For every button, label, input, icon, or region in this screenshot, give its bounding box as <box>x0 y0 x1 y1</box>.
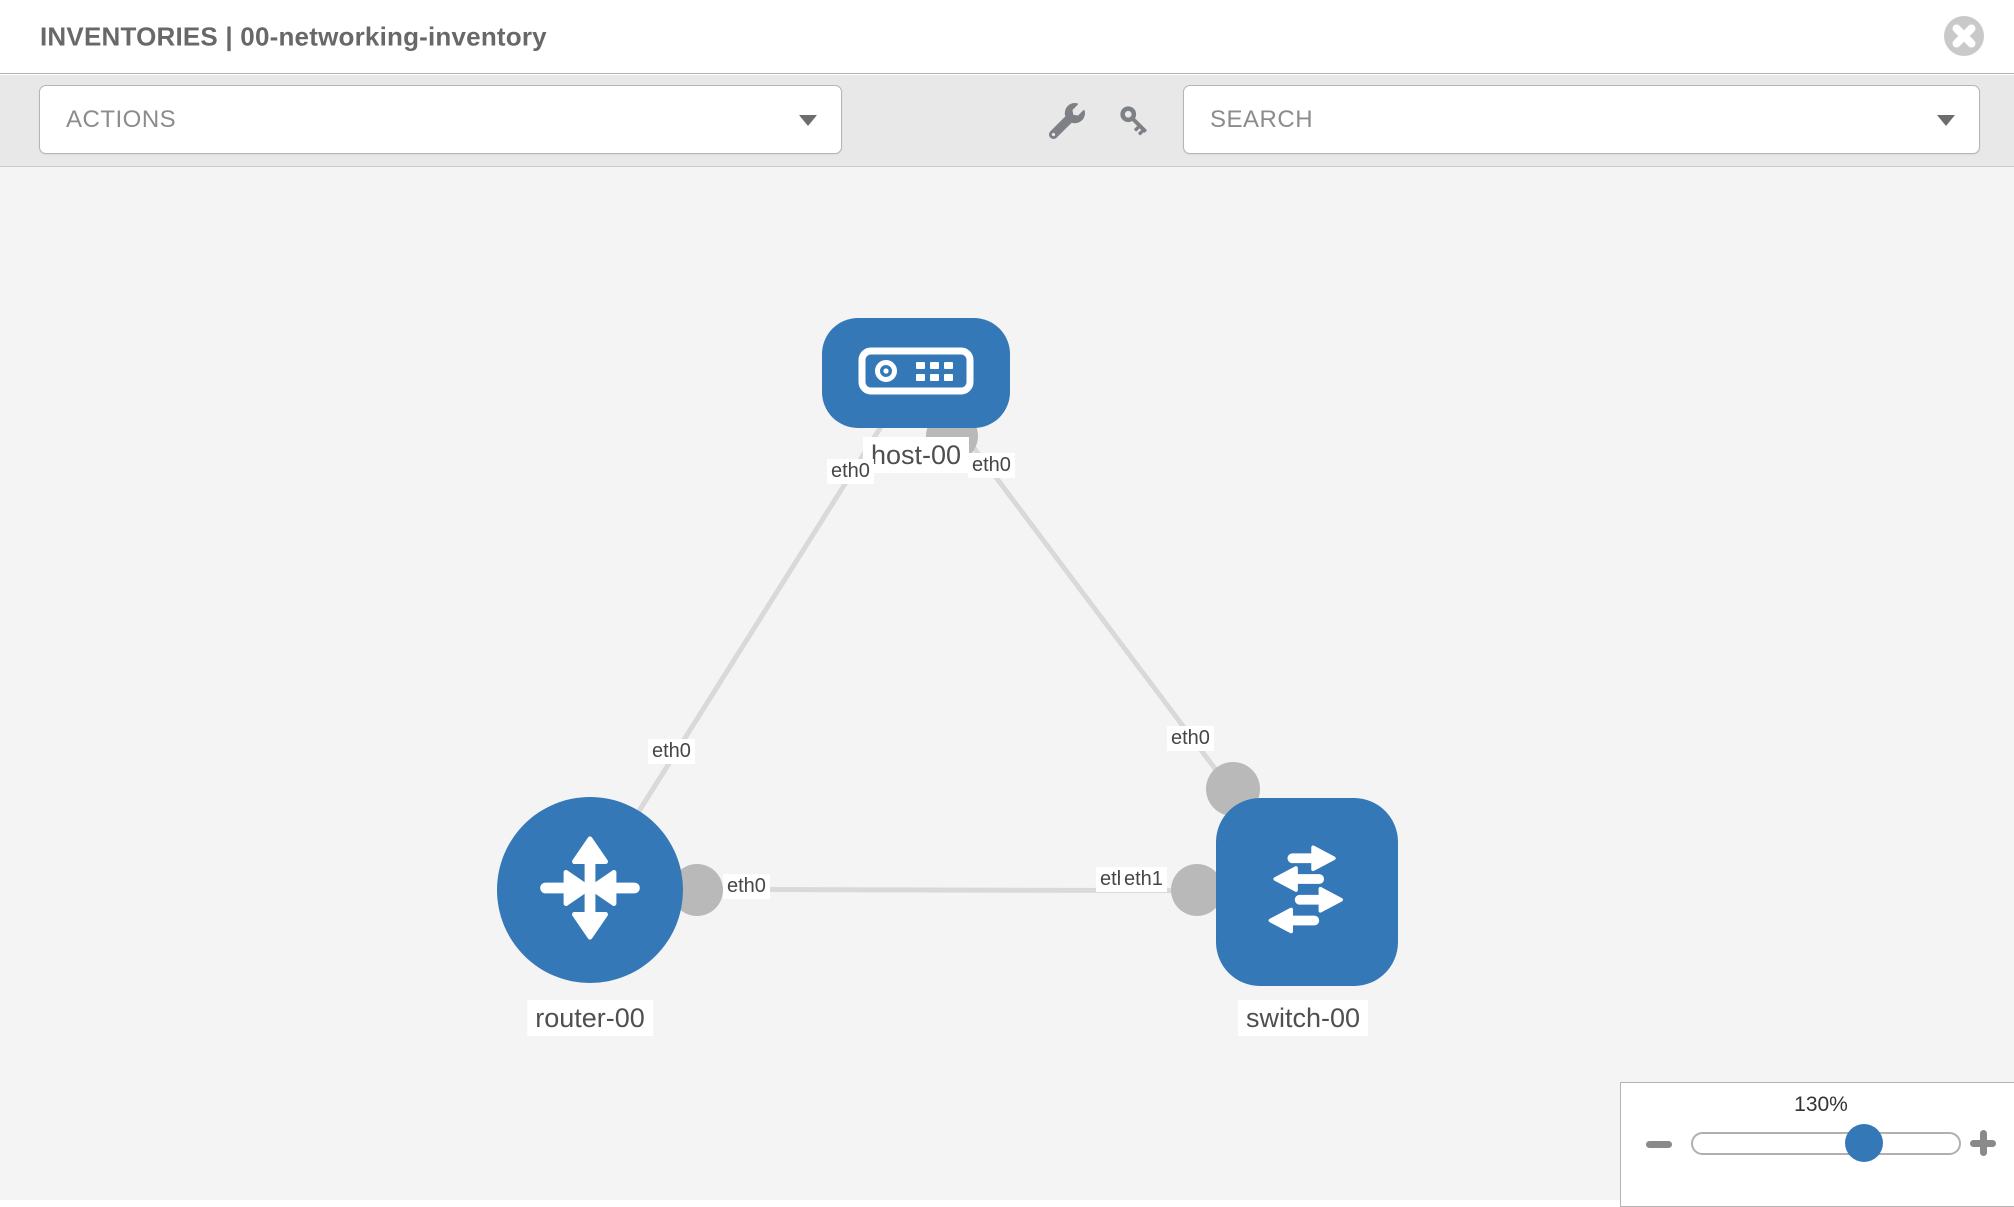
zoom-in-button[interactable] <box>1969 1129 1997 1157</box>
node-host-00[interactable] <box>822 318 1010 428</box>
circle-x-icon <box>1943 16 1985 60</box>
actions-dropdown[interactable]: ACTIONS <box>39 85 842 154</box>
zoom-out-button[interactable] <box>1645 1131 1673 1157</box>
interface-label-host-eth0-right: eth0 <box>968 453 1015 478</box>
adjustments-button[interactable] <box>1048 103 1086 141</box>
node-switch-00[interactable] <box>1216 798 1398 986</box>
credentials-button[interactable] <box>1116 103 1154 141</box>
actions-dropdown-label: ACTIONS <box>66 105 177 133</box>
close-button[interactable] <box>1943 15 1985 57</box>
node-label-switch: switch-00 <box>1237 1000 1369 1037</box>
topology-links-layer <box>587 369 1309 916</box>
toolbar: ACTIONS SEARCH <box>0 75 2014 167</box>
zoom-slider[interactable] <box>1691 1132 1961 1155</box>
chevron-down-icon <box>1937 114 1955 126</box>
port-dot-switch-left <box>1171 864 1223 916</box>
node-label-router: router-00 <box>527 1000 653 1037</box>
key-icon <box>1117 106 1153 142</box>
page-title: INVENTORIES | 00-networking-inventory <box>40 21 547 51</box>
zoom-slider-thumb[interactable] <box>1845 1124 1883 1162</box>
topology-canvas[interactable]: host-00 router-00 switch-00 eth0 eth0 et… <box>0 167 2014 1200</box>
interface-label-router-eth0-right: eth0 <box>723 874 770 899</box>
wrench-icon <box>1048 103 1085 142</box>
router-icon <box>530 828 650 953</box>
interface-label-host-eth0-left: eth0 <box>827 459 874 484</box>
minus-icon <box>1646 1141 1672 1148</box>
search-dropdown-label: SEARCH <box>1210 105 1314 133</box>
switch-icon <box>1246 827 1368 958</box>
host-icon <box>858 346 974 401</box>
chevron-down-icon <box>799 114 817 126</box>
interface-label-switch-eth0-top: eth0 <box>1167 726 1214 751</box>
link-host-router <box>587 369 919 891</box>
search-dropdown[interactable]: SEARCH <box>1183 85 1980 154</box>
node-router-00[interactable] <box>497 797 683 983</box>
port-dot-router <box>671 864 723 916</box>
zoom-control-panel: 130% <box>1620 1082 2014 1207</box>
zoom-level-value: 130% <box>1794 1093 1848 1116</box>
interface-label-switch-eth1-left: eth1 <box>1120 867 1167 892</box>
node-label-host: host-00 <box>862 437 970 474</box>
header: INVENTORIES | 00-networking-inventory <box>0 0 2014 74</box>
interface-label-router-eth0-top: eth0 <box>648 739 695 764</box>
